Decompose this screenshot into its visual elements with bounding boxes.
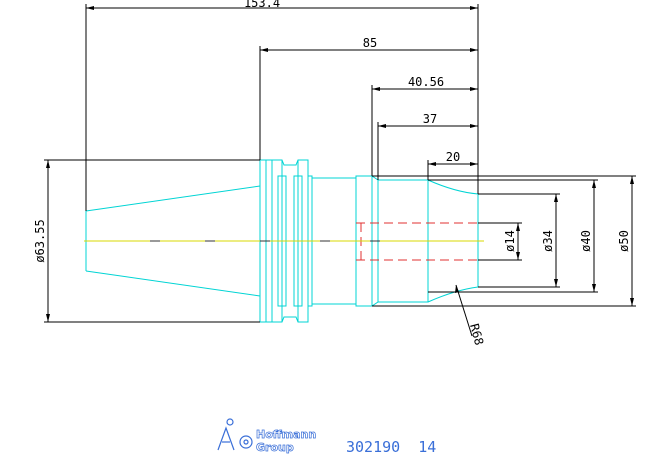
dim-37: 37 [423,112,437,126]
dim-radius-r68: R68 [467,322,486,347]
dim-85: 85 [363,36,377,50]
taper-top-edge [85,185,261,212]
part-number: 302190 14 [346,438,436,456]
brand-line-2: Group [256,441,294,454]
dim-dia-14: ø14 [503,230,517,252]
dim-dia-63-55: ø63.55 [33,219,47,262]
brand-line-1: Hoffmann [256,428,316,441]
dim-dia-34: ø34 [541,230,555,252]
dimension-lines [44,4,636,337]
dim-dia-40: ø40 [579,230,593,252]
logo-mark-icon [217,418,253,451]
taper-bottom-edge [85,270,261,297]
dim-20: 20 [446,150,460,164]
dim-total-length: 153.4 [244,0,280,10]
dim-dia-50: ø50 [617,230,631,252]
dimension-arrows [46,6,634,322]
dim-40-56: 40.56 [408,75,444,89]
hoffmann-logo: Hoffmann Group [217,418,317,454]
